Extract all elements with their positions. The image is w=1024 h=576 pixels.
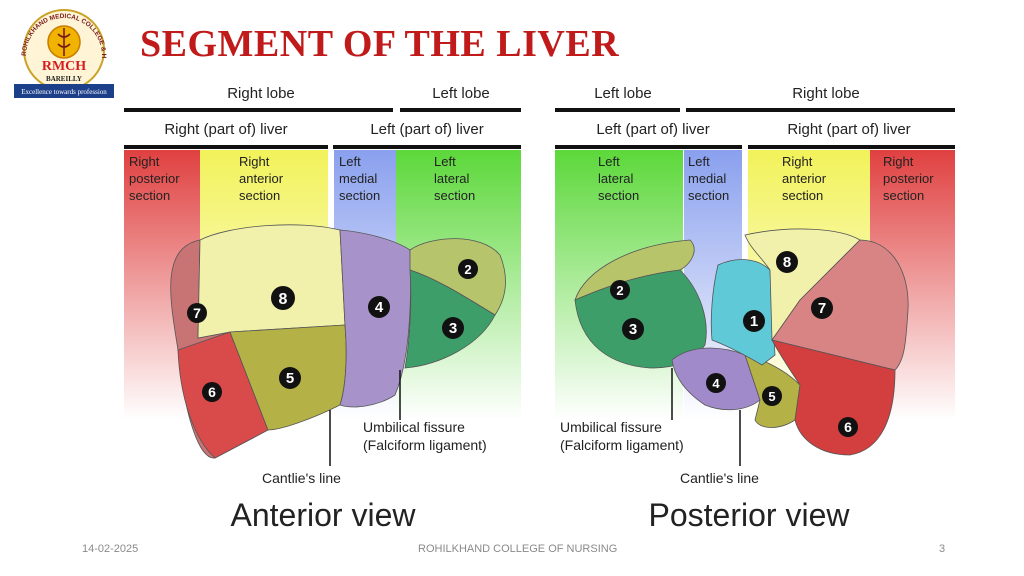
posterior-right-lobe-label: Right lobe (792, 85, 860, 102)
anterior-segment-2: 2 (464, 262, 471, 277)
logo-city: BAREILLY (46, 75, 82, 83)
anterior-view: Right lobe Left lobe Right (part of) liv… (124, 85, 521, 533)
posterior-fissure-label-1: Umbilical fissure (560, 419, 662, 435)
anterior-segment-3: 3 (449, 320, 457, 337)
posterior-section-3: Right anterior section (782, 154, 830, 203)
anterior-segment-4: 4 (375, 299, 384, 316)
posterior-segment-5: 5 (768, 389, 775, 404)
posterior-segment-7: 7 (818, 300, 826, 317)
footer-page-number: 3 (939, 543, 946, 555)
anterior-section-1: Right posterior section (129, 154, 183, 203)
anterior-section-3: Left medial section (339, 154, 381, 203)
posterior-segment-1: 1 (750, 313, 758, 330)
footer-date: 14-02-2025 (82, 543, 139, 555)
posterior-segment-6: 6 (844, 419, 852, 435)
posterior-section-1: Left lateral section (598, 154, 639, 203)
anterior-cantlie-label: Cantlie's line (262, 470, 341, 486)
anterior-segment-7: 7 (193, 305, 201, 321)
anterior-segment-8: 8 (279, 291, 288, 308)
posterior-segment-8: 8 (783, 254, 791, 271)
anterior-segment-5: 5 (286, 370, 294, 387)
anterior-view-title: Anterior view (231, 497, 417, 533)
anterior-left-liver-label: Left (part of) liver (370, 121, 483, 138)
posterior-view-title: Posterior view (649, 497, 851, 533)
posterior-fissure-label-2: (Falciform ligament) (560, 437, 684, 453)
posterior-segment-7-region (771, 239, 909, 371)
posterior-segment-4: 4 (712, 376, 720, 391)
anterior-section-2: Right anterior section (239, 154, 287, 203)
posterior-segment-1-region (710, 259, 776, 366)
posterior-segment-3: 3 (629, 321, 637, 338)
posterior-section-4: Right posterior section (883, 154, 937, 203)
posterior-segment-labels: 2 3 1 4 5 8 7 6 (610, 251, 858, 437)
anterior-segment-4-region (339, 229, 412, 408)
anterior-section-4: Left lateral section (434, 154, 475, 203)
anterior-segment-6-region (177, 331, 269, 459)
logo-tagline: Excellence towards profession (21, 88, 107, 96)
college-logo: ROHILKHAND MEDICAL COLLEGE & HOSPITAL RM… (11, 0, 114, 104)
anterior-fissure-label-1: Umbilical fissure (363, 419, 465, 435)
posterior-view: Left lobe Right lobe Left (part of) live… (555, 85, 955, 533)
anterior-segment-6: 6 (208, 384, 216, 400)
anterior-right-liver-label: Right (part of) liver (164, 121, 287, 138)
posterior-left-lobe-label: Left lobe (594, 85, 652, 102)
posterior-cantlie-label: Cantlie's line (680, 470, 759, 486)
anterior-fissure-label-2: (Falciform ligament) (363, 437, 487, 453)
posterior-right-liver-label: Right (part of) liver (787, 121, 910, 138)
page-title: SEGMENT OF THE LIVER (140, 23, 620, 65)
anterior-segment-8-region (197, 224, 346, 339)
footer-college: ROHILKHAND COLLEGE OF NURSING (418, 543, 618, 555)
posterior-segment-3-region (574, 269, 707, 369)
anterior-segment-labels: 8 7 6 5 4 3 2 (187, 259, 478, 402)
posterior-left-liver-label: Left (part of) liver (596, 121, 709, 138)
anterior-left-lobe-label: Left lobe (432, 85, 490, 102)
anterior-right-lobe-label: Right lobe (227, 85, 295, 102)
posterior-segment-6-region (771, 339, 896, 456)
posterior-segment-2: 2 (616, 283, 623, 298)
logo-monogram: RMCH (42, 59, 86, 74)
posterior-section-2: Left medial section (688, 154, 730, 203)
